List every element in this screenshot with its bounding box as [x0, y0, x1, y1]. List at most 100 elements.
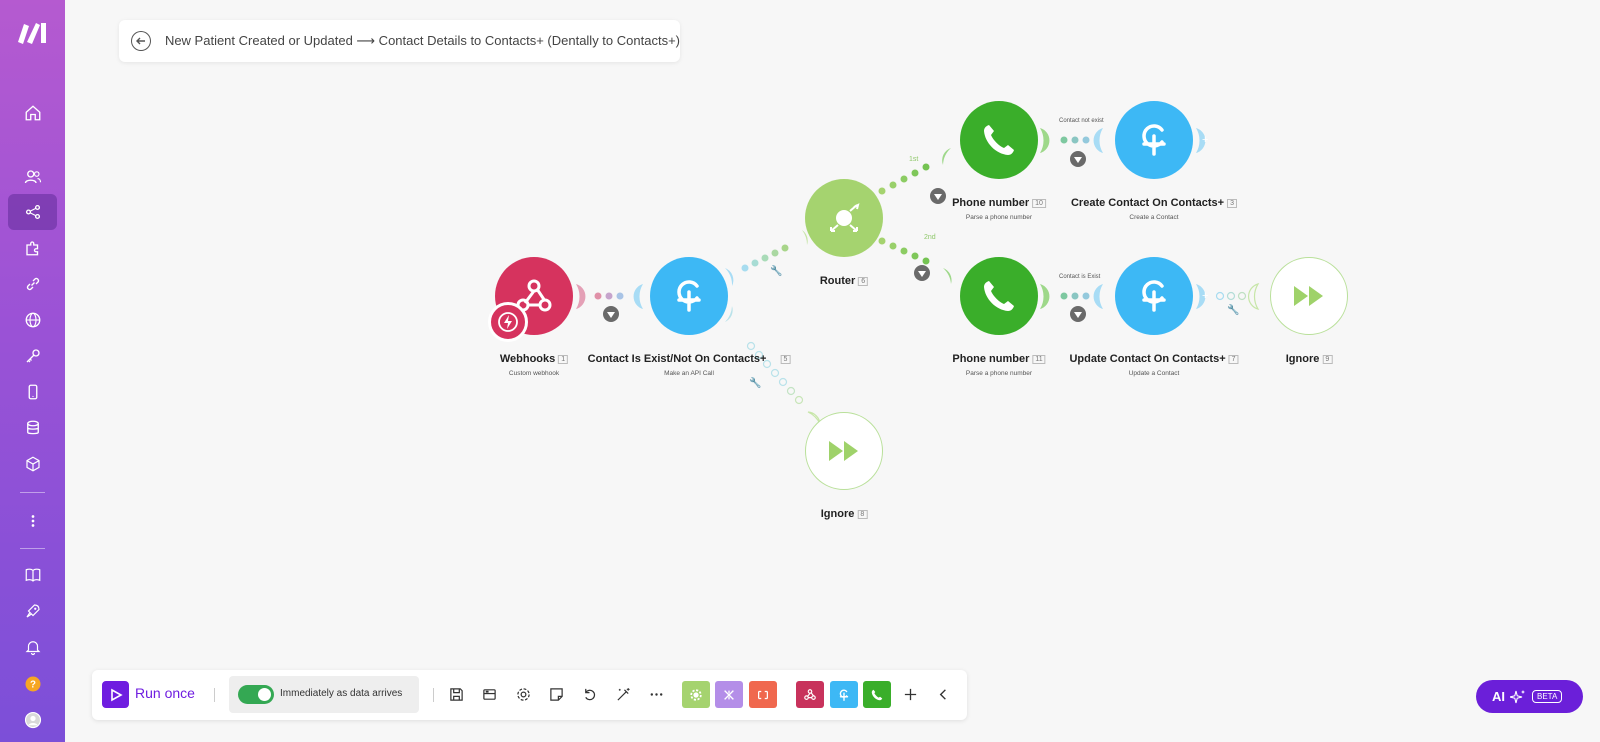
phone-module-circle[interactable]	[960, 257, 1038, 335]
wrench-icon[interactable]: 🔧	[749, 378, 762, 389]
scenario-title-bar: New Patient Created or Updated ⟶ Contact…	[119, 20, 680, 62]
scenario-title[interactable]: New Patient Created or Updated ⟶ Contact…	[164, 33, 680, 48]
phone-app-button[interactable]	[863, 681, 891, 708]
filter-route-2nd[interactable]	[914, 265, 930, 281]
key-icon	[26, 349, 40, 363]
phone-module-circle[interactable]	[960, 101, 1038, 179]
ignore-module-circle[interactable]	[805, 412, 883, 490]
connection-contact-router	[741, 244, 789, 272]
contacts-plus-module-circle[interactable]	[650, 257, 728, 335]
sidebar-item-team[interactable]	[8, 159, 57, 195]
module-action: Parse a phone number	[965, 214, 1033, 221]
scheduling-toggle[interactable]	[238, 685, 274, 704]
add-module-plus[interactable]: +	[1202, 290, 1208, 302]
webhooks-app-button[interactable]	[796, 681, 824, 708]
module-name: Phone number	[952, 197, 1030, 209]
sidebar-item-keys[interactable]	[8, 338, 57, 374]
run-once-label[interactable]: Run once	[135, 685, 195, 701]
add-module-plus[interactable]: +	[1202, 134, 1208, 146]
flow-control-button[interactable]	[715, 681, 743, 708]
sidebar-item-connections[interactable]	[8, 266, 57, 302]
router-icon	[830, 203, 860, 232]
make-logo[interactable]	[14, 18, 50, 46]
module-id: 8	[857, 510, 868, 519]
scenario-canvas[interactable]: + + 🔧 🔧 🔧 1st 2nd Contact not exist Cont…	[65, 0, 1600, 742]
more-button[interactable]	[646, 684, 666, 704]
module-id: 9	[1322, 355, 1333, 364]
module-name: Webhooks	[499, 353, 556, 365]
module-name: Ignore	[820, 508, 855, 520]
notes-icon	[549, 687, 563, 701]
route-label-not-exist: Contact not exist	[1059, 118, 1104, 124]
contacts-plus-module-circle[interactable]	[1115, 257, 1193, 335]
autoalign-icon	[482, 688, 496, 700]
collapse-toolbar-button[interactable]	[933, 684, 953, 704]
connection-router-phone-top	[878, 163, 930, 195]
plus-icon	[904, 688, 916, 700]
book-icon	[25, 568, 40, 582]
run-once-button[interactable]	[102, 681, 129, 708]
module-name: Update Contact On Contacts+	[1069, 353, 1226, 365]
ignore-module-circle[interactable]	[1270, 257, 1348, 335]
sidebar-item-notifications[interactable]	[8, 629, 57, 665]
magic-button[interactable]	[613, 684, 633, 704]
router-module-circle[interactable]	[805, 179, 883, 257]
sidebar-item-launch[interactable]	[8, 593, 57, 629]
sidebar-item-devices[interactable]	[8, 374, 57, 410]
sidebar-item-more[interactable]	[8, 503, 57, 539]
sidebar-item-docs[interactable]	[8, 557, 57, 593]
phone-icon	[984, 281, 1014, 311]
contacts-plus-module-circle[interactable]	[1115, 101, 1193, 179]
lightning-icon	[498, 312, 518, 332]
link-icon	[26, 277, 39, 291]
share-icon	[25, 204, 40, 220]
contacts-plus-app-button[interactable]	[830, 681, 858, 708]
sidebar-item-help[interactable]: ?	[8, 666, 57, 702]
module-id: 10	[1032, 199, 1046, 208]
wrench-icon[interactable]: 🔧	[1227, 305, 1240, 316]
ai-assistant-button[interactable]: AI BETA	[1476, 680, 1583, 713]
puzzle-icon	[25, 241, 38, 256]
auto-align-button[interactable]	[479, 684, 499, 704]
contacts-plus-icon	[839, 689, 849, 701]
back-button[interactable]	[131, 31, 151, 51]
undo-icon	[584, 688, 595, 700]
database-icon	[26, 420, 39, 435]
magic-wand-icon	[616, 687, 630, 701]
module-name: Create Contact On Contacts+	[1070, 197, 1225, 209]
toolbar-divider	[433, 688, 434, 702]
filter-contact-not-exist[interactable]	[1070, 151, 1086, 167]
sidebar-item-data-structures[interactable]	[8, 446, 57, 482]
sidebar-item-home[interactable]	[8, 95, 57, 131]
phone-device-icon	[28, 384, 37, 400]
wrench-icon[interactable]: 🔧	[770, 266, 783, 277]
sidebar-item-data-stores[interactable]	[8, 410, 57, 446]
save-button[interactable]	[446, 684, 466, 704]
module-action: Make an API Call	[664, 370, 714, 377]
tools-button[interactable]	[682, 681, 710, 708]
module-action: Parse a phone number	[965, 370, 1033, 377]
filter-contact-is-exist[interactable]	[1070, 306, 1086, 322]
sidebar-item-templates[interactable]	[8, 230, 57, 266]
filter-webhooks-contact[interactable]	[603, 306, 619, 322]
module-name: Phone number	[952, 353, 1030, 365]
toolbar-divider	[214, 688, 215, 702]
schedule-setting[interactable]: Immediately as data arrives	[229, 676, 419, 713]
scenario-toolbar: Run once Immediately as data arrives	[92, 670, 967, 720]
undo-button[interactable]	[579, 684, 599, 704]
notes-button[interactable]	[546, 684, 566, 704]
text-parser-button[interactable]	[749, 681, 777, 708]
ai-label: AI	[1492, 689, 1505, 704]
beta-badge: BETA	[1532, 690, 1563, 703]
phone-icon	[871, 689, 883, 700]
sidebar-item-webhooks[interactable]	[8, 302, 57, 338]
add-app-button[interactable]	[900, 684, 920, 704]
module-action: Update a Contact	[1128, 370, 1180, 377]
scenario-settings-button[interactable]	[513, 684, 533, 704]
sidebar-divider	[20, 492, 45, 493]
connection-update-ignore	[1215, 291, 1247, 301]
filter-route-1st[interactable]	[930, 188, 946, 204]
sidebar-item-profile[interactable]	[8, 702, 57, 738]
chevron-left-icon	[939, 688, 946, 700]
sidebar-item-scenarios[interactable]	[8, 194, 57, 230]
